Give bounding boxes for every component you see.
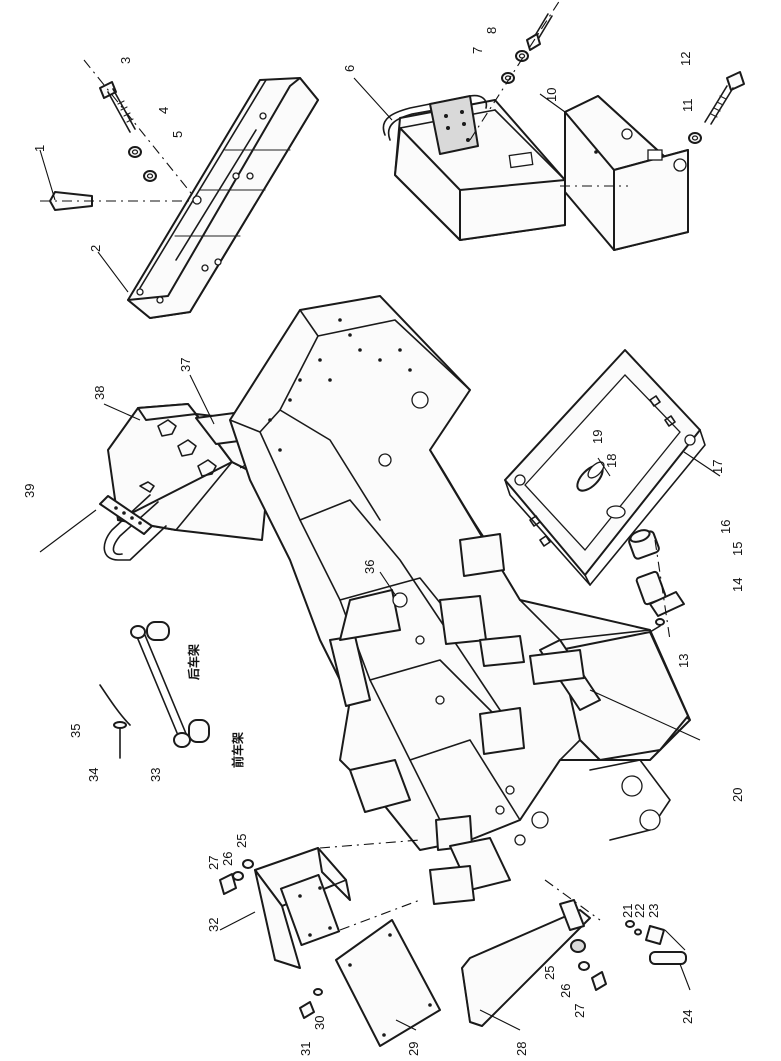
callout-5: 5 xyxy=(170,131,185,138)
callout-16: 16 xyxy=(718,520,733,534)
callout-32: 32 xyxy=(206,918,221,932)
part-3-bolt xyxy=(83,59,196,199)
part-1-pin xyxy=(40,191,190,211)
part-29-cover-plate xyxy=(335,899,441,1047)
callout-25-upper: 25 xyxy=(234,834,249,848)
part-6-battery-box xyxy=(382,94,566,241)
callout-3: 3 xyxy=(118,57,133,64)
part-12-bolt xyxy=(688,71,745,144)
callout-27-lower: 27 xyxy=(572,1004,587,1018)
part-17-frame xyxy=(504,349,706,586)
callout-11: 11 xyxy=(680,99,695,113)
callout-19: 19 xyxy=(590,430,605,444)
callout-28: 28 xyxy=(514,1042,529,1056)
part-25-27-bolt-set-lower xyxy=(570,939,607,991)
callout-30: 30 xyxy=(312,1016,327,1030)
part-39-handle xyxy=(99,494,167,561)
callout-34: 34 xyxy=(86,768,101,782)
callout-7: 7 xyxy=(470,47,485,54)
callout-31: 31 xyxy=(298,1042,313,1056)
callout-39: 39 xyxy=(22,484,37,498)
callout-24: 24 xyxy=(680,1010,695,1024)
part-33-linkage-rod xyxy=(130,621,210,748)
leader-lines xyxy=(39,77,721,1031)
callout-33: 33 xyxy=(148,768,163,782)
callout-20: 20 xyxy=(730,788,745,802)
callout-29: 29 xyxy=(406,1042,421,1056)
callout-13: 13 xyxy=(676,654,691,668)
callout-21: 21 xyxy=(620,904,635,918)
callout-labels: 1 2 3 4 5 6 7 8 10 11 12 13 14 15 16 17 … xyxy=(22,27,745,1056)
callout-1: 1 xyxy=(32,145,47,152)
part-13-16-bushing-set xyxy=(628,529,685,641)
callout-27-upper: 27 xyxy=(206,856,221,870)
part-32-bracket xyxy=(254,839,421,969)
part-30-31-screw xyxy=(299,988,323,1019)
callout-23: 23 xyxy=(646,904,661,918)
part-20-main-frame xyxy=(229,295,701,905)
callout-2: 2 xyxy=(88,245,103,252)
callout-36: 36 xyxy=(362,560,377,574)
callout-8: 8 xyxy=(484,27,499,34)
part-21-24-pin-set xyxy=(625,920,687,965)
callout-35: 35 xyxy=(68,724,83,738)
callout-12: 12 xyxy=(678,52,693,66)
part-25-27-bolt-set-upper xyxy=(219,859,254,895)
part-10-cover-box xyxy=(560,95,689,251)
part-7-8-washers xyxy=(469,0,561,141)
label-rear-frame: 后车架 xyxy=(186,644,201,680)
callout-25-lower: 25 xyxy=(542,966,557,980)
callout-6: 6 xyxy=(342,65,357,72)
callout-26-upper: 26 xyxy=(220,852,235,866)
callout-4: 4 xyxy=(156,107,171,114)
part-2-counterweight-beam xyxy=(127,77,319,319)
callout-17: 17 xyxy=(710,460,725,474)
callout-10: 10 xyxy=(544,88,559,102)
callout-38: 38 xyxy=(92,386,107,400)
part-28-angle-bracket xyxy=(461,879,601,1027)
label-front-frame: 前车架 xyxy=(230,732,245,768)
callout-18: 18 xyxy=(604,454,619,468)
part-34-35-pin xyxy=(99,684,131,759)
callout-14: 14 xyxy=(730,578,745,592)
callout-15: 15 xyxy=(730,542,745,556)
callout-26-lower: 26 xyxy=(558,984,573,998)
callout-37: 37 xyxy=(178,358,193,372)
callout-22: 22 xyxy=(632,904,647,918)
